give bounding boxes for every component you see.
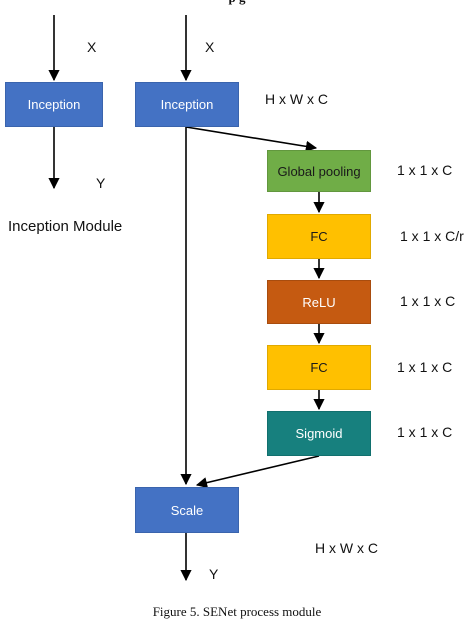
inception-dims-label: H x W x C: [265, 91, 328, 107]
arrow-to-global-pooling: [185, 126, 318, 152]
right-inception-block: Inception: [135, 82, 239, 127]
right-input-label: X: [205, 39, 215, 55]
scale-block: Scale: [135, 487, 239, 533]
fc2-dims: 1 x 1 x C: [397, 359, 453, 375]
left-inception-block: Inception: [5, 82, 103, 127]
fc1-dims: 1 x 1 x C/r: [400, 228, 464, 244]
cropped-header-text: p g: [0, 0, 474, 6]
sigmoid-dims: 1 x 1 x C: [397, 424, 453, 440]
global-pooling-dims: 1 x 1 x C: [397, 162, 453, 178]
scale-dims-label: H x W x C: [315, 540, 378, 556]
relu-dims: 1 x 1 x C: [400, 293, 456, 309]
right-output-label: Y: [209, 566, 219, 582]
global-pooling-block: Global pooling: [267, 150, 371, 192]
fc2-block: FC: [267, 345, 371, 390]
left-output-label: Y: [96, 175, 106, 191]
relu-block: ReLU: [267, 280, 371, 324]
fc1-block: FC: [267, 214, 371, 259]
left-input-label: X: [87, 39, 97, 55]
inception-module-label: Inception Module: [8, 218, 123, 235]
figure-caption: Figure 5. SENet process module: [152, 604, 322, 619]
arrow-sigmoid-to-scale: [195, 455, 320, 489]
sigmoid-block: Sigmoid: [267, 411, 371, 456]
